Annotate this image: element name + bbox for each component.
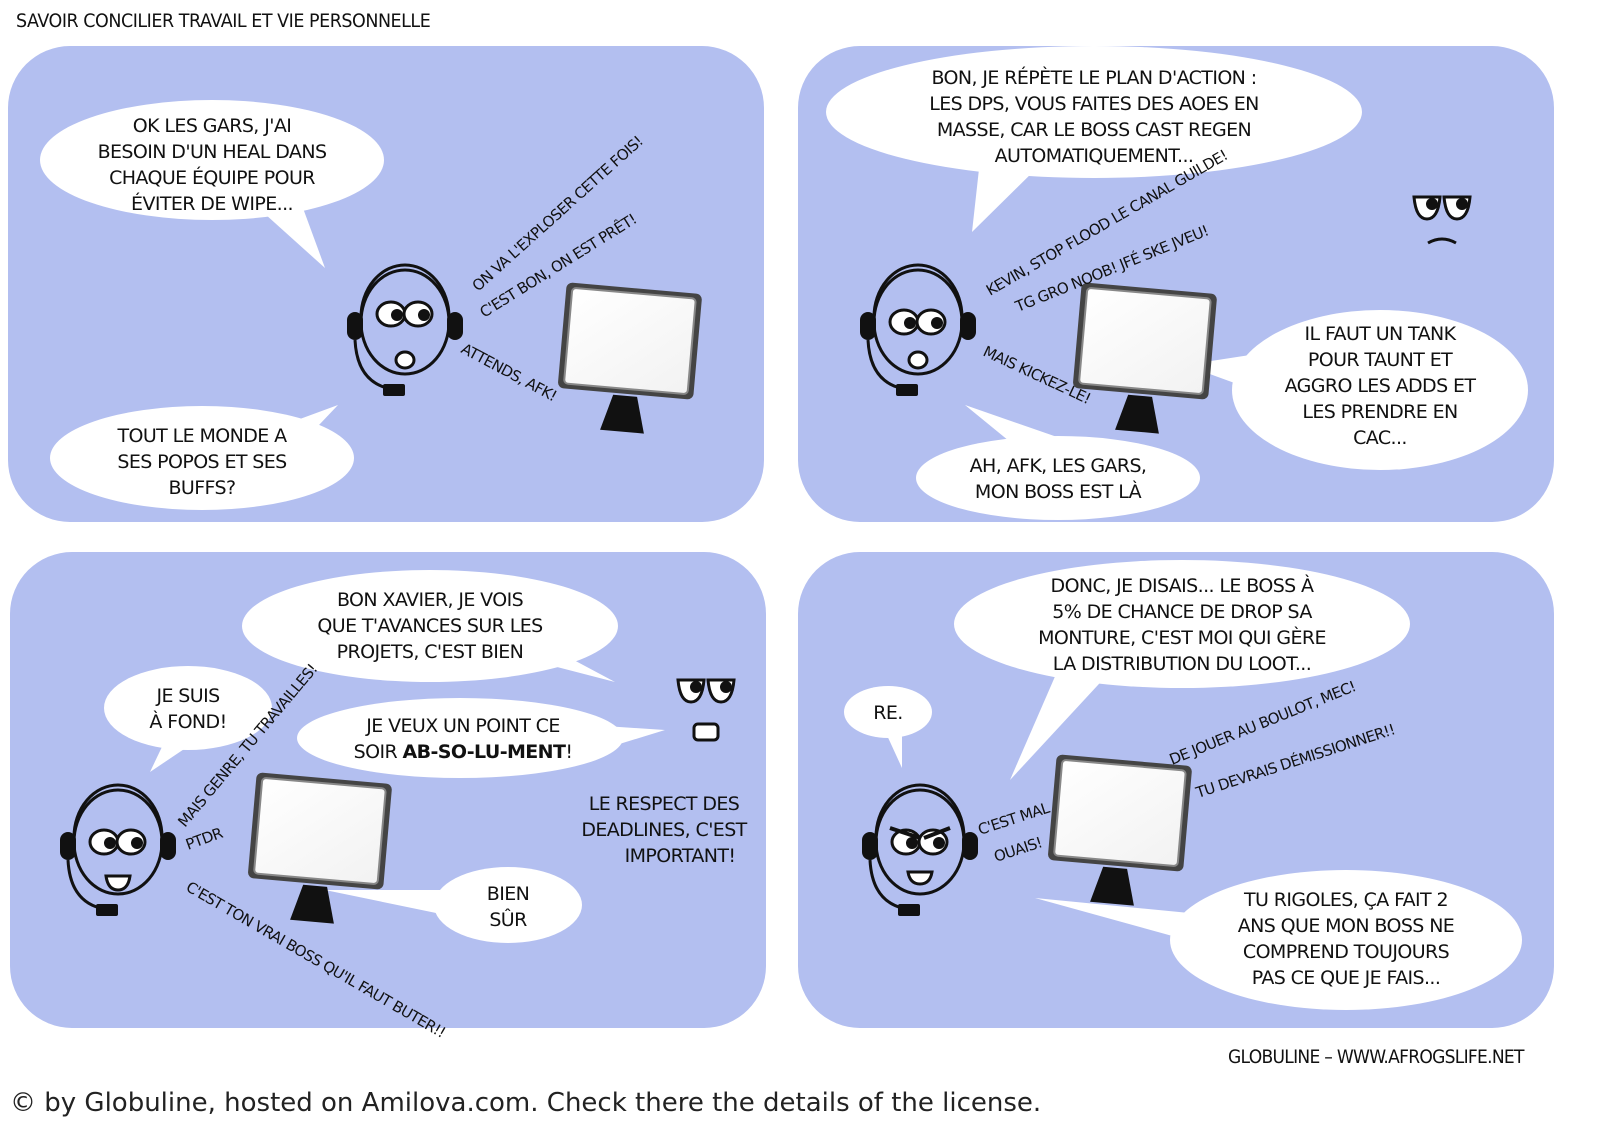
bubble-line: AUTOMATIQUEMENT... — [995, 145, 1194, 167]
panel-1: OK LES GARS, J'AI BESOIN D'UN HEAL DANS … — [8, 46, 764, 522]
bubble-line: JE VEUX UN POINT CE — [365, 715, 560, 737]
bubble-line: OK LES GARS, J'AI — [133, 115, 291, 137]
bubble-line: ANS QUE MON BOSS NE — [1238, 915, 1454, 937]
bubble-heal-request: OK LES GARS, J'AI BESOIN D'UN HEAL DANS … — [98, 115, 327, 215]
bubble-line: SES POPOS ET SES — [117, 451, 286, 473]
bubble-line: QUE T'AVANCES SUR LES — [317, 615, 542, 637]
bubble-line: MASSE, CAR LE BOSS CAST REGEN — [937, 119, 1251, 141]
bubble-boss-praise: BON XAVIER, JE VOIS QUE T'AVANCES SUR LE… — [317, 589, 543, 663]
bubble-boss-here: AH, AFK, LES GARS, MON BOSS EST LÀ — [970, 455, 1147, 503]
caption-line: IMPORTANT! — [625, 845, 736, 867]
bubble-line: JE SUIS — [155, 685, 219, 707]
bubble-line: ÉVITER DE WIPE... — [131, 192, 293, 215]
caption-deadlines: LE RESPECT DES DEADLINES, C'EST IMPORTAN… — [581, 793, 748, 867]
bubble-tank-needed: IL FAUT UN TANK POUR TAUNT ET AGGRO LES … — [1285, 323, 1477, 449]
bubble-line: LA DISTRIBUTION DU LOOT... — [1053, 653, 1311, 675]
bubble-line: COMPREND TOUJOURS — [1243, 941, 1449, 963]
bubble-line: BON XAVIER, JE VOIS — [337, 589, 523, 611]
author-signature: GLOBULINE – WWW.AFROGSLIFE.NET — [1228, 1046, 1524, 1068]
bubble-line: BESOIN D'UN HEAL DANS — [98, 141, 327, 163]
bubble-line: DONC, JE DISAIS... LE BOSS À — [1051, 574, 1315, 597]
bubble-re: RE. — [873, 702, 903, 724]
gamer-character — [345, 263, 465, 398]
bubble-line: BON, JE RÉPÈTE LE PLAN D'ACTION : — [931, 66, 1256, 89]
bubble-action-plan: BON, JE RÉPÈTE LE PLAN D'ACTION : LES DP… — [929, 66, 1259, 167]
bubble-loot-distribution: DONC, JE DISAIS... LE BOSS À 5% DE CHANC… — [1038, 574, 1326, 675]
gamer-character — [858, 263, 978, 398]
bubble-line: AGGRO LES ADDS ET — [1285, 375, 1477, 397]
bubble-line: AH, AFK, LES GARS, — [970, 455, 1147, 477]
boss-eyes-icon — [676, 678, 736, 742]
bubble-meeting-tonight: JE VEUX UN POINT CE SOIR AB-SO-LU-MENT! — [354, 715, 573, 763]
bubble-line: SÛR — [489, 907, 527, 931]
bubble-of-course: BIEN SÛR — [487, 883, 530, 931]
bubble-line: SOIR AB-SO-LU-MENT! — [354, 741, 573, 763]
bubble-line: BUFFS? — [168, 477, 235, 499]
boss-eyes-icon — [1412, 195, 1472, 245]
gamer-character — [860, 783, 980, 918]
bubble-line: 5% DE CHANCE DE DROP SA — [1052, 601, 1312, 623]
bubble-line: RE. — [873, 702, 902, 724]
bubble-line: TOUT LE MONDE A — [117, 425, 288, 447]
bubble-line: LES DPS, VOUS FAITES DES AOES EN — [929, 93, 1259, 115]
bubble-line: PROJETS, C'EST BIEN — [337, 641, 524, 663]
bubble-line: IL FAUT UN TANK — [1305, 323, 1457, 345]
bubble-full-speed: JE SUIS À FOND! — [149, 685, 227, 733]
license-notice: © by Globuline, hosted on Amilova.com. C… — [10, 1088, 1042, 1118]
bubble-popos-check: TOUT LE MONDE A SES POPOS ET SES BUFFS? — [117, 425, 288, 499]
panel-4: DONC, JE DISAIS... LE BOSS À 5% DE CHANC… — [798, 552, 1554, 1028]
bubble-line: CHAQUE ÉQUIPE POUR — [109, 166, 315, 189]
panel-3: BON XAVIER, JE VOIS QUE T'AVANCES SUR LE… — [10, 552, 766, 1042]
comic-title: SAVOIR CONCILIER TRAVAIL ET VIE PERSONNE… — [16, 10, 431, 32]
bubble-line: MONTURE, C'EST MOI QUI GÈRE — [1038, 626, 1326, 649]
panel-2: BON, JE RÉPÈTE LE PLAN D'ACTION : LES DP… — [798, 46, 1554, 522]
bubble-line: TU RIGOLES, ÇA FAIT 2 — [1243, 889, 1448, 911]
gamer-character — [58, 783, 178, 918]
bubble-line: CAC... — [1353, 427, 1407, 449]
bubble-line: POUR TAUNT ET — [1308, 349, 1453, 371]
bubble-line: MON BOSS EST LÀ — [975, 480, 1142, 503]
bubble-line: BIEN — [487, 883, 529, 905]
caption-line: DEADLINES, C'EST — [581, 819, 747, 841]
bubble-line: LES PRENDRE EN — [1302, 401, 1457, 423]
bubble-boss-never-understands: TU RIGOLES, ÇA FAIT 2 ANS QUE MON BOSS N… — [1238, 889, 1455, 989]
bubble-line: PAS CE QUE JE FAIS... — [1252, 967, 1441, 989]
caption-line: LE RESPECT DES — [589, 793, 740, 815]
bubble-line: À FOND! — [149, 710, 226, 733]
